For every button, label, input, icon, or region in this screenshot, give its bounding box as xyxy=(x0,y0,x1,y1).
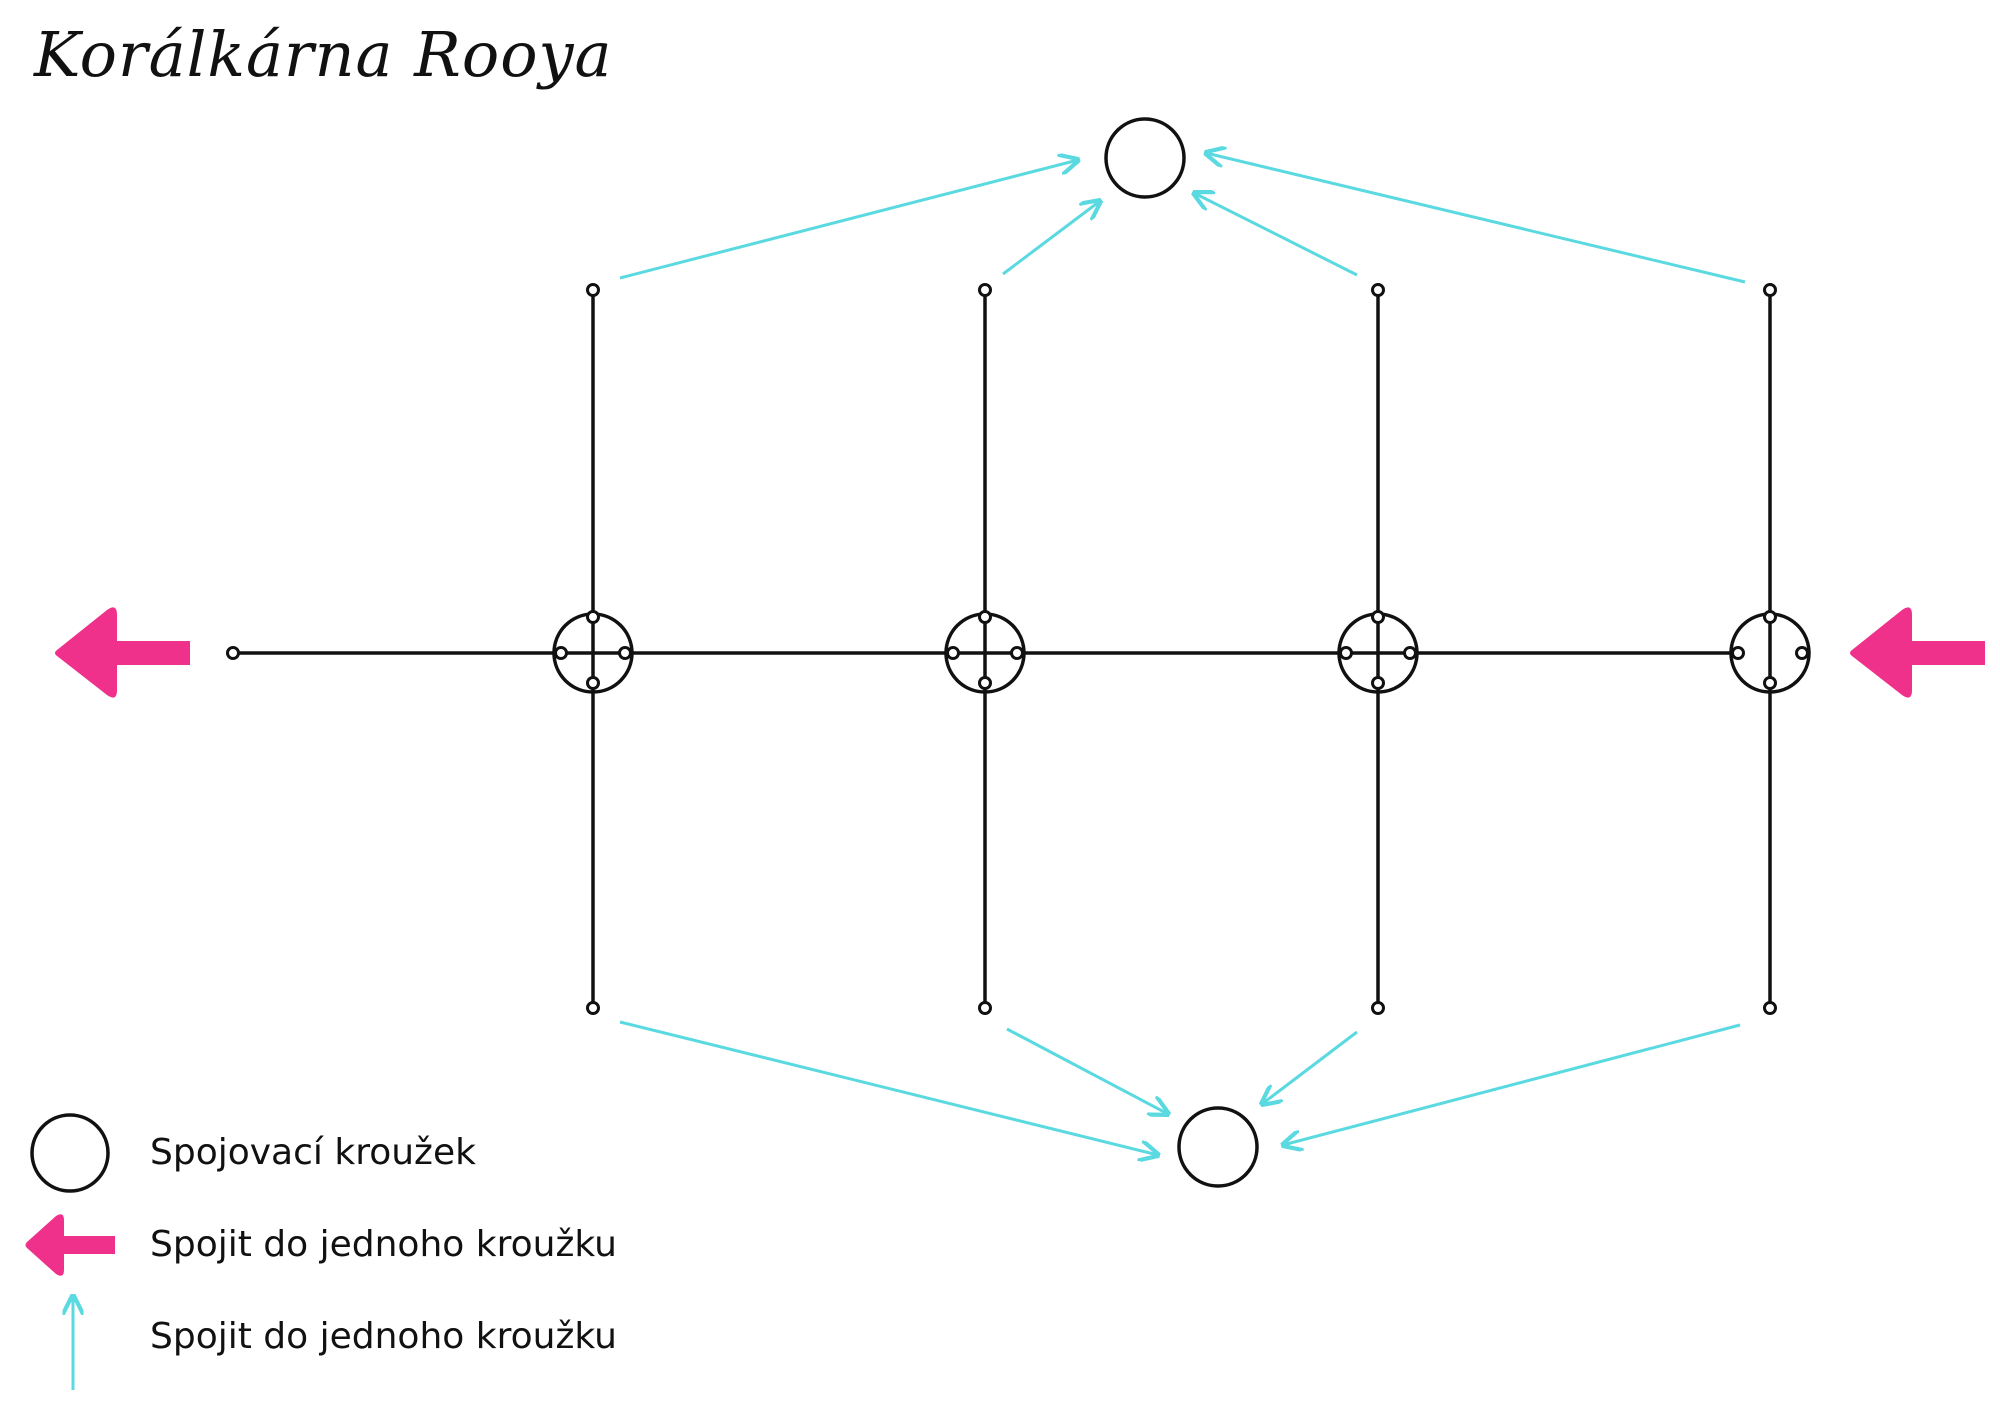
inner-loop xyxy=(1403,646,1417,660)
legend-label-ring: Spojovací kroužek xyxy=(150,1132,476,1173)
end-loop xyxy=(1371,283,1385,297)
cyan-arrow-top-1 xyxy=(619,160,1078,280)
legend-label-cyan-arrow: Spojit do jednoho kroužku xyxy=(150,1316,617,1357)
inner-loop xyxy=(978,676,992,690)
legend-label-pink-arrow: Spojit do jednoho kroužku xyxy=(150,1224,617,1265)
end-loop xyxy=(1763,283,1777,297)
chain-structure xyxy=(237,290,1772,1008)
cyan-arrow-bottom-4 xyxy=(1283,1023,1741,1145)
pink-arrow-left-icon xyxy=(55,607,190,698)
end-loop xyxy=(1763,1001,1777,1015)
inner-loop xyxy=(586,676,600,690)
end-loop xyxy=(978,283,992,297)
end-loop xyxy=(1371,1001,1385,1015)
inner-loop xyxy=(1763,610,1777,624)
inner-loop xyxy=(618,646,632,660)
inner-loop xyxy=(1371,676,1385,690)
brand-logo: Korálkárna Rooya xyxy=(34,18,613,91)
cyan-arrow-bottom-2 xyxy=(1006,1027,1168,1114)
inner-loop xyxy=(1010,646,1024,660)
pink-arrow-right-icon xyxy=(1850,607,1985,698)
inner-loop xyxy=(586,610,600,624)
end-loop xyxy=(978,1001,992,1015)
cyan-arrow-top-2 xyxy=(1002,201,1100,276)
ring-icon xyxy=(30,1113,110,1193)
pink-arrow-icon xyxy=(25,1214,115,1276)
bottom-connector-ring xyxy=(1177,1106,1259,1188)
cyan-arrow-top-4 xyxy=(1206,153,1746,284)
cyan-arrow-top-3 xyxy=(1194,193,1358,277)
end-loop xyxy=(226,646,240,660)
end-loop xyxy=(586,283,600,297)
inner-loop xyxy=(978,610,992,624)
top-connector-ring xyxy=(1104,117,1186,199)
inner-loop xyxy=(1371,610,1385,624)
inner-loop xyxy=(554,646,568,660)
inner-loop xyxy=(1795,646,1809,660)
inner-loop xyxy=(1763,676,1777,690)
cyan-arrow-bottom-3 xyxy=(1262,1030,1358,1104)
inner-loop xyxy=(1731,646,1745,660)
end-loop xyxy=(586,1001,600,1015)
inner-loop xyxy=(1339,646,1353,660)
inner-loop xyxy=(946,646,960,660)
cyan-arrow-bottom-1 xyxy=(619,1020,1158,1155)
